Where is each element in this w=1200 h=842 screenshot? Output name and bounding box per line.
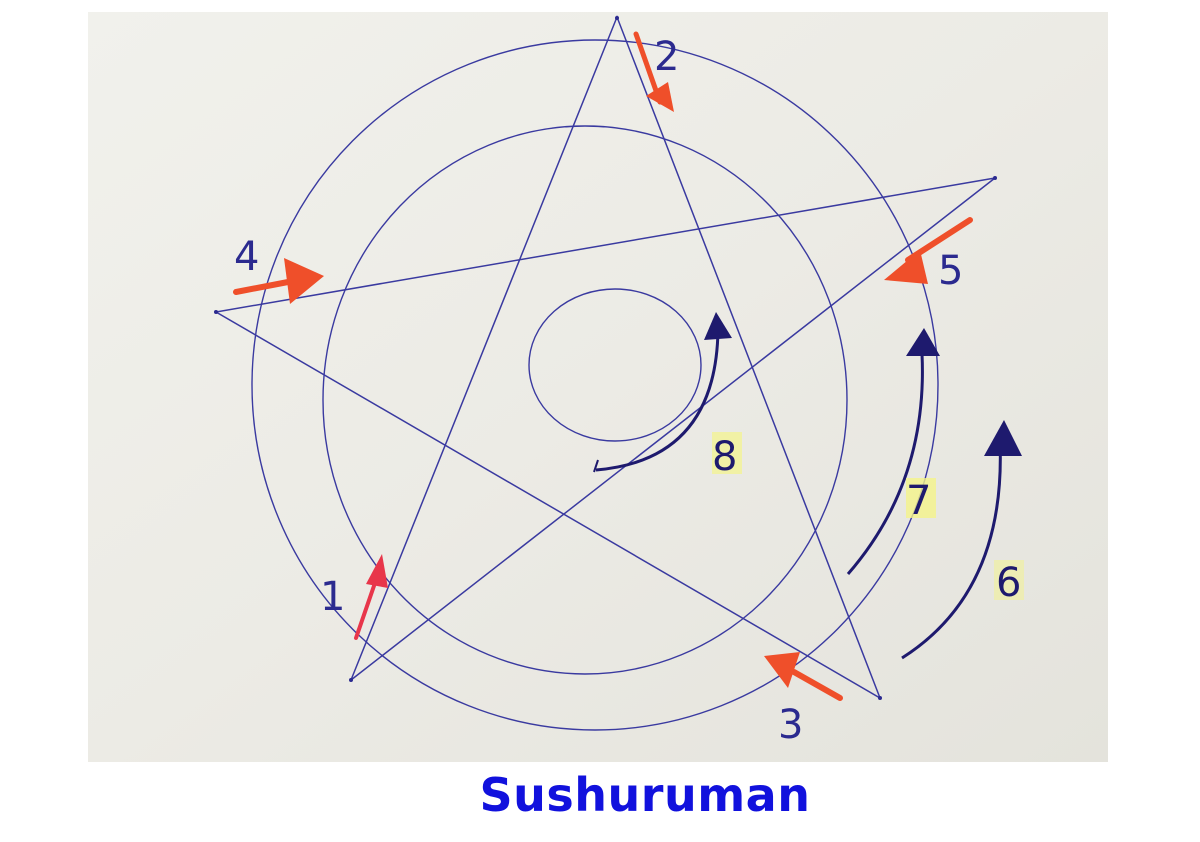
label-8: 8 — [712, 434, 737, 480]
diagram-title: Sushuruman — [479, 768, 811, 822]
arrow-6-curve — [901, 420, 1022, 660]
pentagram-star — [213, 14, 996, 700]
label-2: 2 — [654, 34, 679, 80]
middle-circle — [322, 125, 848, 675]
tip-dot-top — [615, 16, 619, 20]
inner-circle — [528, 288, 702, 442]
tip-dot-right — [993, 176, 997, 180]
highlight-7 — [906, 478, 936, 518]
label-5: 5 — [938, 248, 963, 294]
arrow-5-marker — [884, 217, 973, 284]
arrow-8-curve — [593, 312, 732, 473]
arrow-7-curve — [846, 328, 940, 575]
hand-drawn-diagram-photo: 1 2 3 4 5 6 7 8 — [88, 12, 1108, 762]
label-3: 3 — [778, 702, 803, 748]
arrow-3-marker — [764, 652, 843, 701]
arrow-1-marker — [354, 554, 388, 640]
highlight-6 — [994, 560, 1024, 600]
pentagram-diagram: 1 2 3 4 5 6 7 8 — [88, 12, 1108, 762]
arrow-2-marker — [633, 31, 674, 112]
label-6: 6 — [996, 560, 1021, 606]
tip-dot-bottom-right — [878, 696, 882, 700]
arrow-4-marker — [233, 258, 324, 304]
tip-dot-bottom-left — [349, 678, 353, 682]
highlight-8 — [712, 432, 742, 474]
paper-sheet — [88, 12, 1108, 762]
outer-circle — [251, 39, 939, 731]
tip-dot-left — [214, 310, 218, 314]
label-4: 4 — [234, 234, 259, 280]
label-7: 7 — [906, 478, 931, 524]
label-1: 1 — [320, 574, 345, 620]
